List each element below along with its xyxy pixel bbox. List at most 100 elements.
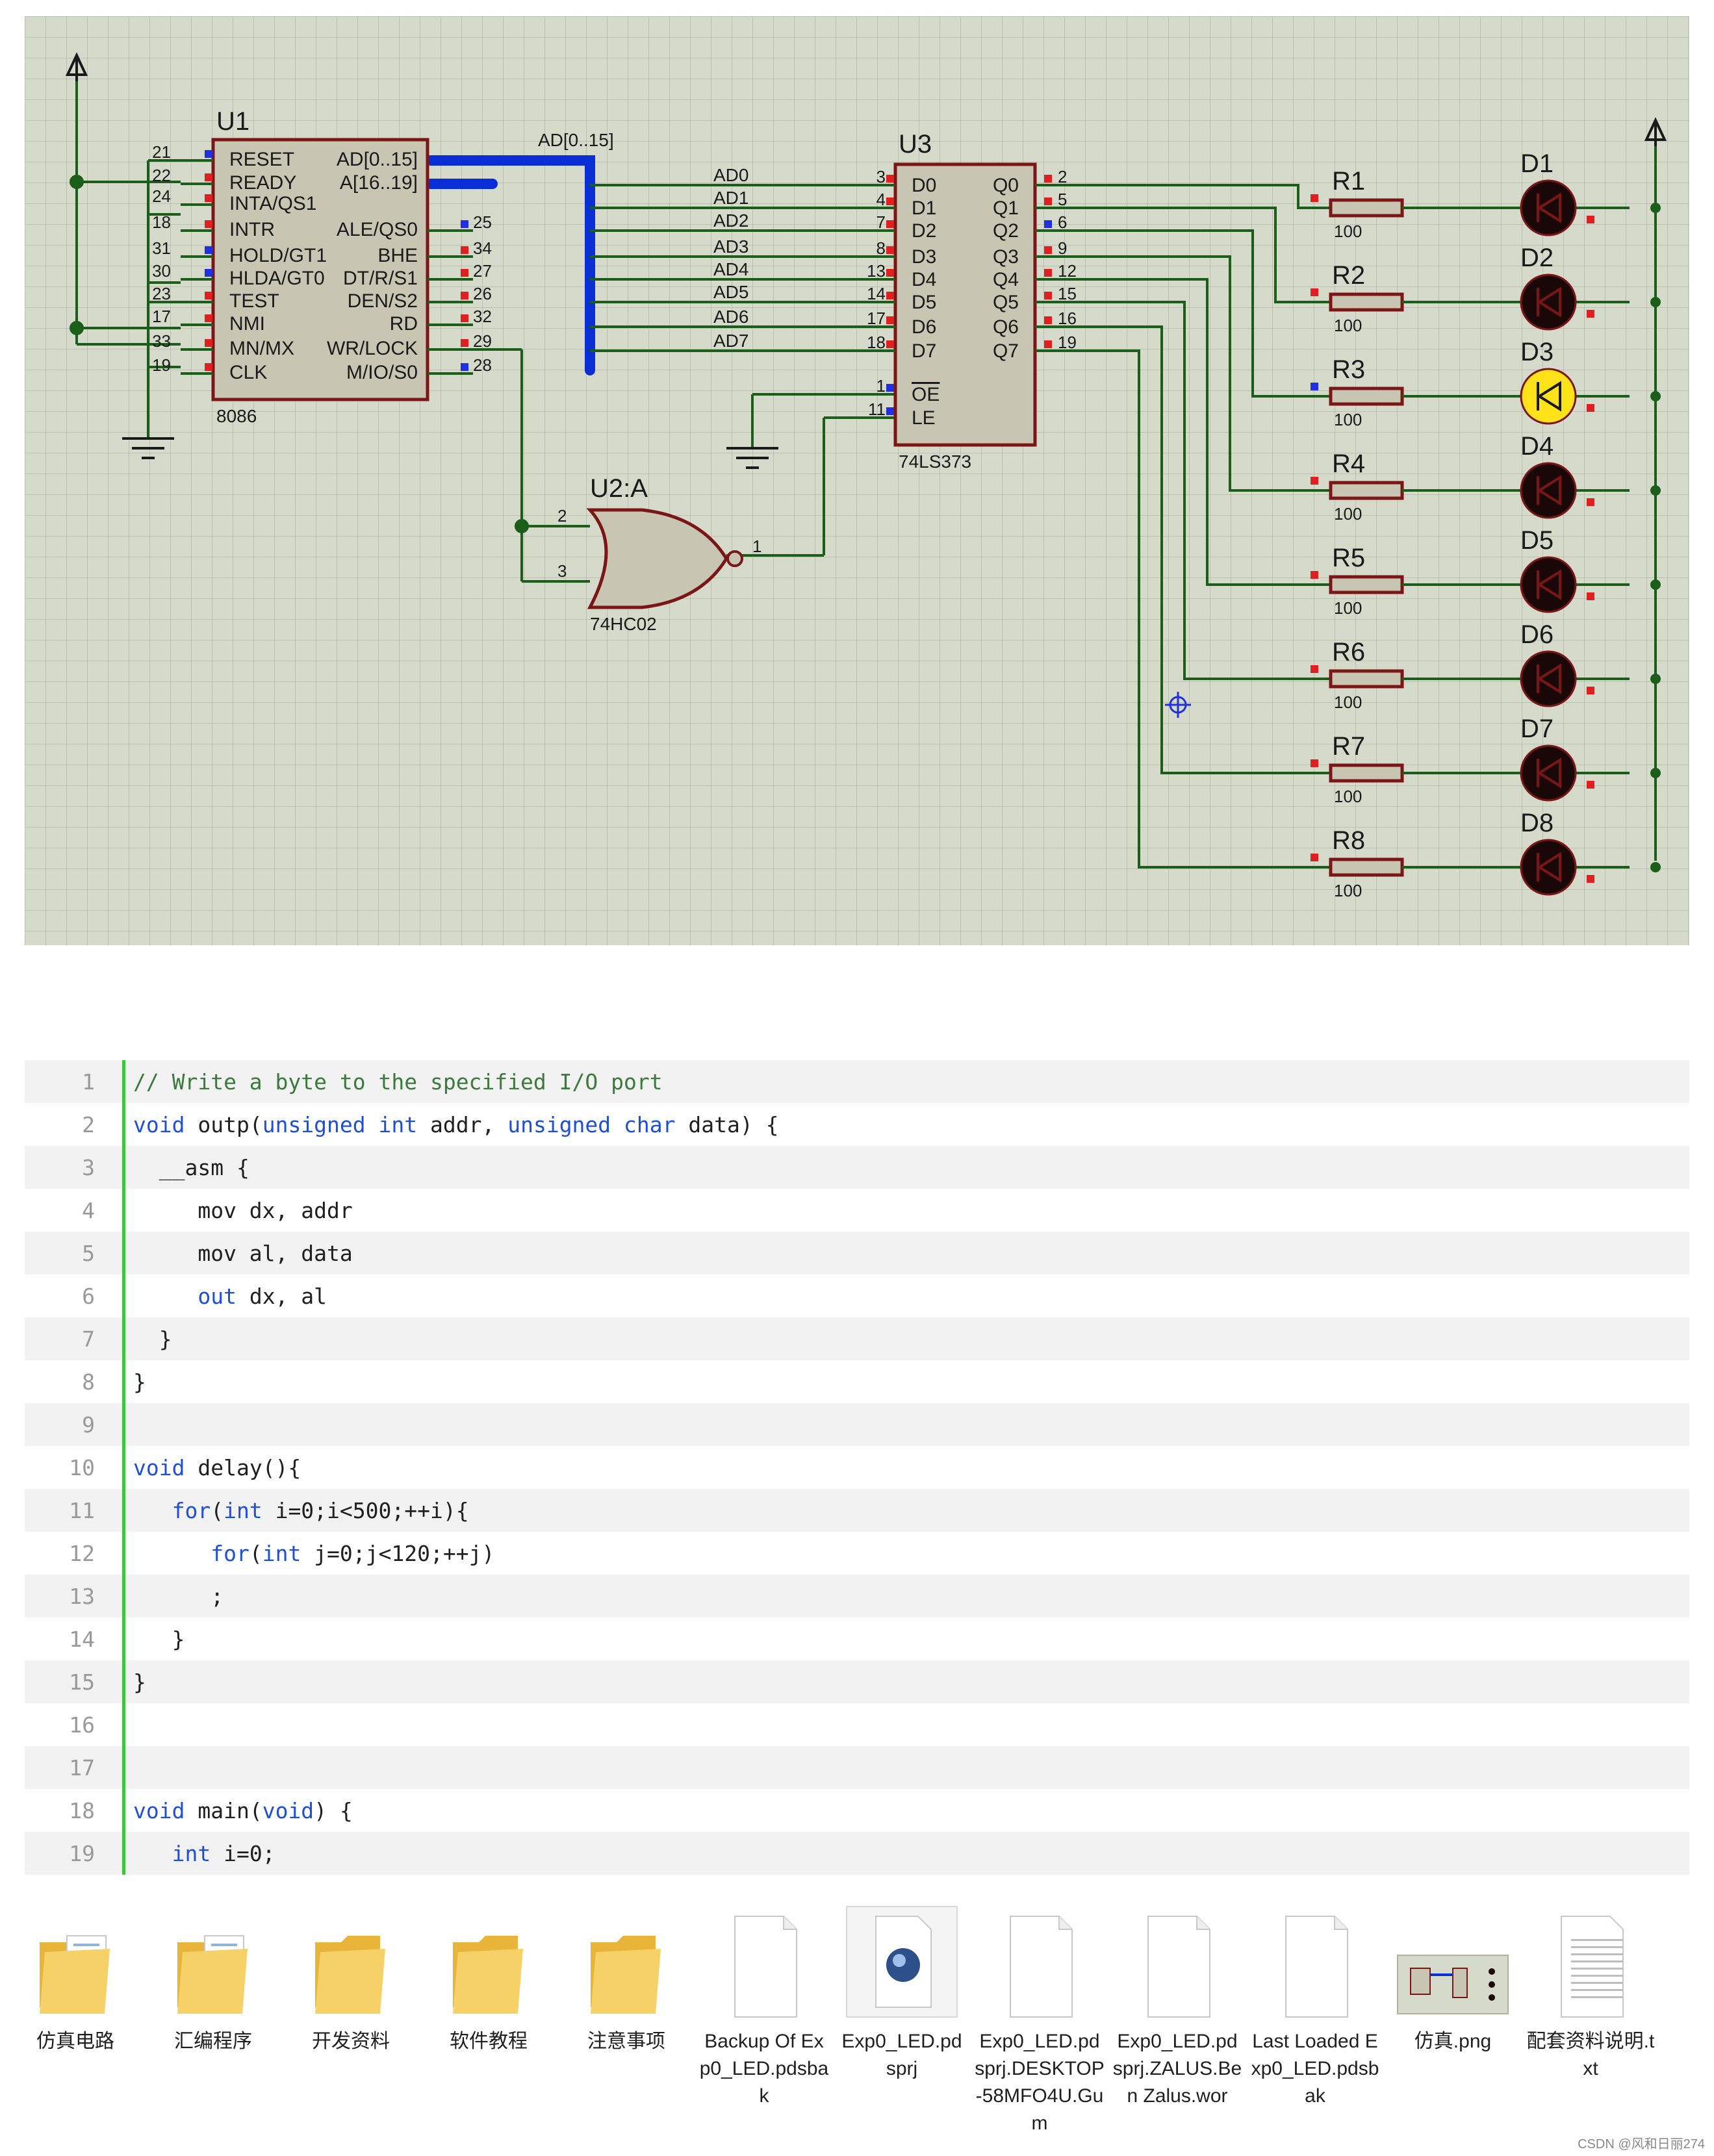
- u3-d-pin-number: 13: [867, 261, 886, 281]
- blank-file-icon: [975, 1903, 1105, 2020]
- led-body: [1520, 556, 1577, 613]
- u1-pin-name: CLK: [229, 362, 267, 383]
- code-line: 15}: [25, 1660, 1689, 1703]
- u3-q-pin-name: Q2: [993, 220, 1019, 242]
- u1-pin-name: RESET: [229, 149, 294, 170]
- gutter-bar: [122, 1489, 125, 1532]
- u3-d-pin-number: 3: [876, 167, 886, 186]
- u1-pin-name: DEN/S2: [348, 290, 418, 312]
- file-item[interactable]: 仿真.png: [1388, 1903, 1518, 2055]
- u1-pin-number: 31: [152, 238, 171, 258]
- u3-d-pin-marker: [886, 197, 894, 205]
- bus-net-label: AD3: [713, 236, 748, 257]
- file-label: Last Loaded Exp0_LED.pdsbak: [1251, 2031, 1379, 2107]
- bus-label: AD[0..15]: [538, 130, 614, 150]
- u3-q-pin-name: Q4: [993, 269, 1019, 290]
- file-item[interactable]: 开发资料: [286, 1903, 416, 2055]
- resistor-pin-marker: [1311, 665, 1318, 673]
- ground-terminal-2: [726, 447, 778, 469]
- u1-pin-number: 22: [152, 166, 171, 185]
- u1-pin-name: INTR: [229, 219, 275, 240]
- file-item[interactable]: 汇编程序: [148, 1903, 278, 2055]
- line-number: 7: [82, 1326, 95, 1352]
- file-item[interactable]: 注意事项: [561, 1903, 691, 2055]
- code-line: 16: [25, 1703, 1689, 1746]
- code-line: 8}: [25, 1360, 1689, 1403]
- bus-net-label: AD6: [713, 307, 748, 327]
- resistor-body: [1329, 575, 1404, 594]
- led-ref: D6: [1520, 620, 1554, 649]
- file-item[interactable]: Backup Of Exp0_LED.pdsbak: [699, 1903, 829, 2110]
- code-text: void main(void) {: [133, 1797, 353, 1823]
- resistor-value: 100: [1334, 504, 1362, 524]
- file-item[interactable]: 配套资料说明.txt: [1526, 1903, 1656, 2083]
- u2-part: 74HC02: [590, 614, 657, 634]
- file-label: Exp0_LED.pdsprj.ZALUS.Ben Zalus.wor: [1112, 2031, 1242, 2107]
- gutter-bar: [122, 1617, 125, 1660]
- watermark: CSDN @风和日丽274: [1578, 2137, 1705, 2151]
- u3-q-pin-marker: [1044, 316, 1052, 324]
- wire-junction: [515, 519, 529, 533]
- gutter-bar: [122, 1060, 125, 1103]
- resistor-ref: R2: [1332, 261, 1365, 290]
- file-item[interactable]: 软件教程: [424, 1903, 554, 2055]
- u3-ctrl-pin-marker: [886, 384, 894, 392]
- u3-d-pin-marker: [886, 220, 894, 228]
- file-item[interactable]: Exp0_LED.pdsprj: [837, 1903, 967, 2083]
- code-line: 3 __asm {: [25, 1146, 1689, 1189]
- gutter-bar: [122, 1789, 125, 1832]
- gutter-bar: [122, 1275, 125, 1317]
- file-item[interactable]: Exp0_LED.pdsprj.ZALUS.Ben Zalus.wor: [1112, 1903, 1242, 2110]
- line-number: 9: [82, 1412, 95, 1438]
- led-pin-marker: [1587, 498, 1594, 506]
- file-item[interactable]: 仿真电路: [10, 1903, 140, 2055]
- code-line: 1// Write a byte to the specified I/O po…: [25, 1060, 1689, 1103]
- image-thumbnail-icon: [1388, 1903, 1518, 2020]
- u1-pin-name: NMI: [229, 313, 265, 335]
- rail-junction: [1650, 862, 1661, 872]
- code-text: }: [133, 1669, 146, 1695]
- u3-q-pin-marker: [1044, 292, 1052, 299]
- u1-pin-number: 21: [152, 142, 171, 162]
- u1-pin-number: 17: [152, 307, 171, 326]
- u1-pin-marker: [461, 220, 468, 228]
- file-label: 注意事项: [587, 2031, 665, 2052]
- u1-pin-number: 30: [152, 261, 171, 281]
- code-text: mov dx, addr: [133, 1197, 353, 1223]
- file-item[interactable]: Last Loaded Exp0_LED.pdsbak: [1250, 1903, 1380, 2110]
- u1-pin-name: INTA/QS1: [229, 193, 316, 214]
- bus-net-label: AD0: [713, 165, 748, 185]
- u1-pin-name: HLDA/GT0: [229, 268, 325, 289]
- led-body: [1520, 462, 1577, 519]
- led-ref: D2: [1520, 244, 1554, 272]
- led-body: [1520, 273, 1577, 331]
- u3-d-pin-name: D2: [912, 220, 936, 242]
- resistor-pin-marker: [1311, 477, 1318, 485]
- line-number: 8: [82, 1369, 95, 1395]
- output-wire: [1035, 325, 1363, 774]
- folder-docs-icon: [10, 1903, 140, 2020]
- line-number: 3: [82, 1154, 95, 1180]
- u1-ref: U1: [216, 107, 249, 136]
- folder-icon: [424, 1903, 554, 2020]
- resistor-ref: R7: [1332, 732, 1365, 761]
- resistor-ref: R4: [1332, 450, 1365, 478]
- u3-ctrl-pin-number: 1: [876, 376, 886, 396]
- file-item[interactable]: Exp0_LED.pdsprj.DESKTOP-58MFO4U.Gum: [975, 1903, 1105, 2137]
- u1-pin-name: A[16..19]: [340, 172, 418, 194]
- u3-q-pin-name: Q7: [993, 340, 1019, 362]
- u1-pin-name: WR/LOCK: [327, 338, 418, 359]
- u3-part: 74LS373: [899, 451, 971, 472]
- u3-q-pin-number: 6: [1058, 212, 1067, 232]
- gutter-bar: [122, 1575, 125, 1617]
- code-text: for(int i=0;i<500;++i){: [172, 1497, 469, 1523]
- u3-q-pin-number: 12: [1058, 261, 1077, 281]
- u1-pin-number: 28: [473, 355, 492, 375]
- code-text: __asm {: [133, 1154, 249, 1180]
- output-wire: [1035, 207, 1363, 303]
- u1-pin-marker: [205, 269, 212, 277]
